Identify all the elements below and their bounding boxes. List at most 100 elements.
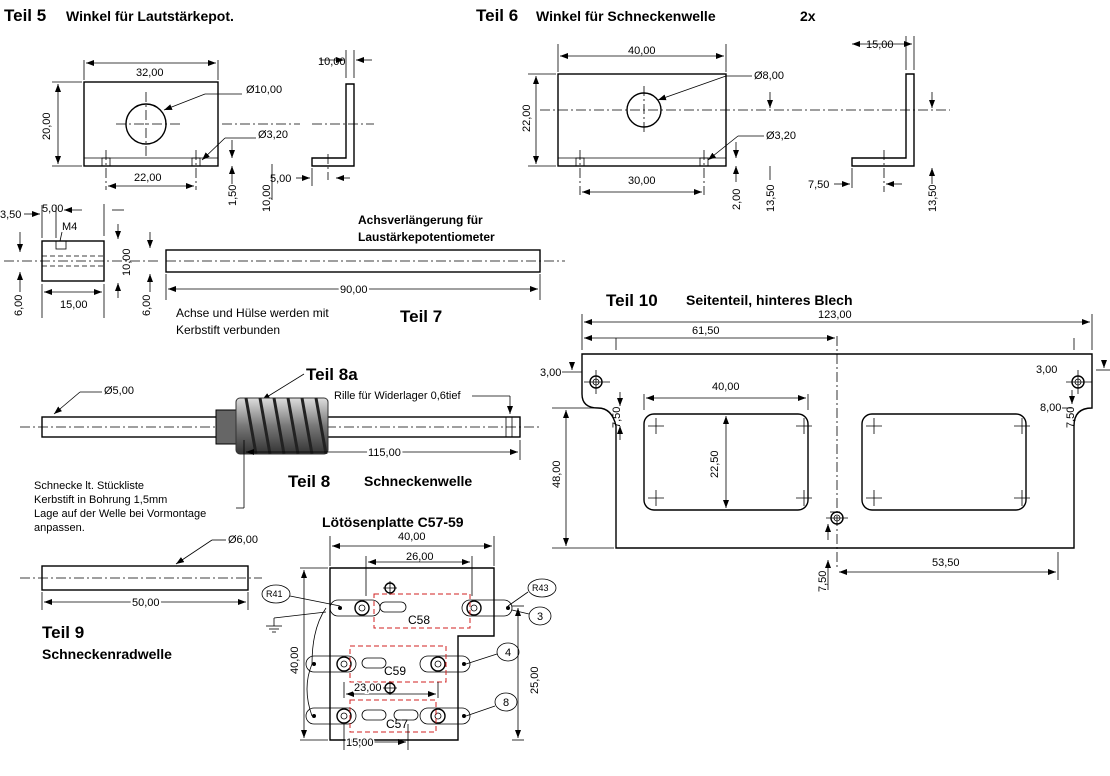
teil10-dim-half: 61,50 xyxy=(692,325,720,337)
teil7-note-1: Achse und Hülse werden mit xyxy=(176,306,329,320)
loet-dim-15: 15,00 xyxy=(346,737,374,749)
teil7-note-2: Kerbstift verbunden xyxy=(176,323,280,337)
teil6-dim-hole-small: Ø3,20 xyxy=(766,130,796,142)
teil8-note-2: Kerbstift in Bohrung 1,5mm xyxy=(34,494,167,506)
loet-dim-40-top: 40,00 xyxy=(398,531,426,543)
teil6-dim-width: 40,00 xyxy=(628,45,656,57)
teil8-note-4: anpassen. xyxy=(34,522,85,534)
teil10-dim-8-00: 8,00 xyxy=(1040,402,1061,414)
teil6-front-view xyxy=(557,73,727,167)
teil5-dim-spacing: 22,00 xyxy=(134,172,162,184)
teil5-dim-10-00: 10,00 xyxy=(261,184,273,212)
teil5-group: Teil 5 Winkel für Lautstärkepot. 32,00 2… xyxy=(4,6,374,212)
teil9-title: Teil 9 xyxy=(42,623,84,642)
teil9-subtitle: Schneckenradwelle xyxy=(42,646,172,662)
teil7-caption-1: Achsverlängerung für xyxy=(358,213,483,227)
teil10-title: Teil 10 xyxy=(606,291,658,310)
teil7-dim-m4: M4 xyxy=(62,221,77,233)
loet-dim-26: 26,00 xyxy=(406,551,434,563)
teil6-dim-13-50: 13,50 xyxy=(765,184,777,212)
teil6-group: Teil 6 Winkel für Schneckenwelle 2x 40,0… xyxy=(476,6,950,212)
teil7-caption-2: Laustärkepotentiometer xyxy=(358,230,495,244)
loet-dim-40-left: 40,00 xyxy=(289,646,301,674)
teil8a-label: Teil 8a xyxy=(306,365,358,384)
teil10-group: Teil 10 Seitenteil, hinteres Blech 123,0… xyxy=(540,291,1110,592)
loet-dim-23: 23,00 xyxy=(354,682,382,694)
teil8-note-3: Lage auf der Welle bei Vormontage xyxy=(34,508,206,520)
teil5-subtitle: Winkel für Lautstärkepot. xyxy=(66,8,234,24)
loet-callout-4-text: 4 xyxy=(505,647,511,659)
teil7-dim-6-00b: 6,00 xyxy=(141,295,153,316)
teil9-dim-len: 50,00 xyxy=(132,597,160,609)
loet-plate xyxy=(329,567,495,741)
teil5-dim-width: 32,00 xyxy=(136,67,164,79)
teil6-dim-hole-big: Ø8,00 xyxy=(754,70,784,82)
loet-callout-r41 xyxy=(261,584,291,604)
teil9-shaft xyxy=(41,565,249,591)
teil10-subtitle: Seitenteil, hinteres Blech xyxy=(686,292,853,308)
loet-title: Lötösenplatte C57-59 xyxy=(322,514,464,530)
teil6-dim-7-50: 7,50 xyxy=(808,179,829,191)
teil7-title: Teil 7 xyxy=(400,307,442,326)
loet-solder-tags xyxy=(305,581,513,725)
teil6-dim-side-top: 15,00 xyxy=(866,39,894,51)
teil8-subtitle: Schneckenwelle xyxy=(364,473,472,489)
loet-callout-3 xyxy=(528,606,552,626)
loet-dim-25: 25,00 xyxy=(529,666,541,694)
teil7-dim-10-00: 10,00 xyxy=(121,248,133,276)
loet-cap-c59-box xyxy=(349,645,447,683)
teil10-plate xyxy=(581,353,1093,549)
loet-callout-8-text: 8 xyxy=(503,697,509,709)
teil5-dim-side-top: 10,00 xyxy=(318,56,346,68)
loet-group: Lötösenplatte C57-59 40,00 26,00 40,00 2… xyxy=(261,514,557,751)
loet-callout-3-text: 3 xyxy=(537,611,543,623)
teil5-dim-hole-big: Ø10,00 xyxy=(246,84,282,96)
loet-cap-c58-box xyxy=(373,593,471,629)
loet-callout-8 xyxy=(494,692,518,712)
teil10-dim-3-00a: 3,00 xyxy=(540,367,561,379)
teil8-title: Teil 8 xyxy=(288,472,330,491)
loet-label-c59: C59 xyxy=(384,664,406,678)
teil10-dim-7-50b: 7,50 xyxy=(1065,407,1077,428)
loet-cap-c57-box xyxy=(349,699,437,733)
teil7-dim-90-00: 90,00 xyxy=(340,284,368,296)
loet-label-c58: C58 xyxy=(408,613,430,627)
teil5-dim-height: 20,00 xyxy=(41,112,53,140)
teil6-dim-spacing: 30,00 xyxy=(628,175,656,187)
teil10-cutout-left xyxy=(643,413,809,511)
teil10-dim-3-00b: 3,00 xyxy=(1036,364,1057,376)
teil6-title: Teil 6 xyxy=(476,6,518,25)
teil10-dim-cut-h: 22,50 xyxy=(709,450,721,478)
loet-callout-r43 xyxy=(527,578,557,598)
ground-icon xyxy=(266,611,327,633)
teil7-dim-3-50: 3,50 xyxy=(0,209,21,221)
teil5-front-view xyxy=(83,81,219,167)
teil5-dim-hole-small: Ø3,20 xyxy=(258,129,288,141)
teil5-side-view xyxy=(311,83,355,167)
teil9-group: Ø6,00 50,00 Teil 9 Schneckenradwelle xyxy=(20,534,262,662)
teil8-groove-note: Rille für Widerlager 0,6tief xyxy=(334,390,461,402)
teil10-dim-7-50a: 7,50 xyxy=(611,407,623,428)
teil10-dim-total: 123,00 xyxy=(818,309,852,321)
teil8-group: Teil 8a Ø5,00 Rille für Widerlager 0,6ti… xyxy=(20,365,540,534)
teil6-subtitle: Winkel für Schneckenwelle xyxy=(536,8,716,24)
teil6-dim-height: 22,00 xyxy=(521,104,533,132)
teil8-worm-gear xyxy=(235,397,329,455)
teil5-dim-1-50: 1,50 xyxy=(227,185,239,206)
teil6-quantity: 2x xyxy=(800,8,816,24)
teil6-dim-2-00: 2,00 xyxy=(731,189,743,210)
loet-label-c57: C57 xyxy=(386,717,408,731)
teil10-cutout-right xyxy=(861,413,1027,511)
teil7-dim-6-00a: 6,00 xyxy=(13,295,25,316)
teil8-hub xyxy=(215,409,239,445)
teil10-dim-height: 48,00 xyxy=(551,460,563,488)
teil8-note-1: Schnecke lt. Stückliste xyxy=(34,480,144,492)
teil10-dim-53-50: 53,50 xyxy=(932,557,960,569)
teil7-dim-15-00: 15,00 xyxy=(60,299,88,311)
teil5-title: Teil 5 xyxy=(4,6,46,25)
teil8-dim-len: 115,00 xyxy=(368,447,401,459)
teil6-side-view xyxy=(851,73,915,167)
teil8-dim-dia: Ø5,00 xyxy=(104,385,134,397)
loet-callout-r43-text: R43 xyxy=(532,583,549,593)
